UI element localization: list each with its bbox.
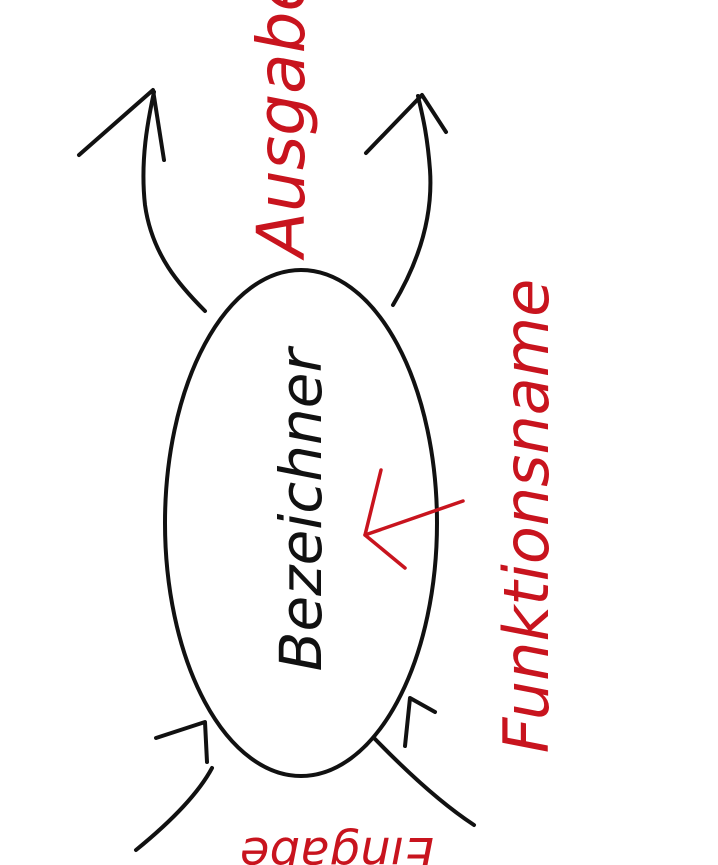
input-arrowhead-right: [403, 696, 437, 748]
function-body-oval: [163, 268, 439, 778]
center-label: Bezeichner: [267, 346, 335, 672]
function-name-pointer-head: [363, 468, 407, 570]
input-arrowhead-left: [154, 720, 209, 764]
input-label: Eingabe: [240, 826, 434, 865]
output-label: Ausgabe: [243, 0, 320, 261]
input-arrow-right: [373, 737, 476, 827]
output-arrow-right: [391, 94, 433, 307]
output-arrowhead-right: [364, 93, 448, 155]
output-arrow-left: [141, 90, 207, 313]
function-name-pointer-arrow: [363, 499, 465, 537]
input-arrow-left: [134, 766, 214, 852]
output-arrowhead-left: [77, 88, 166, 162]
function-name-label: Funktionsname: [490, 279, 563, 754]
